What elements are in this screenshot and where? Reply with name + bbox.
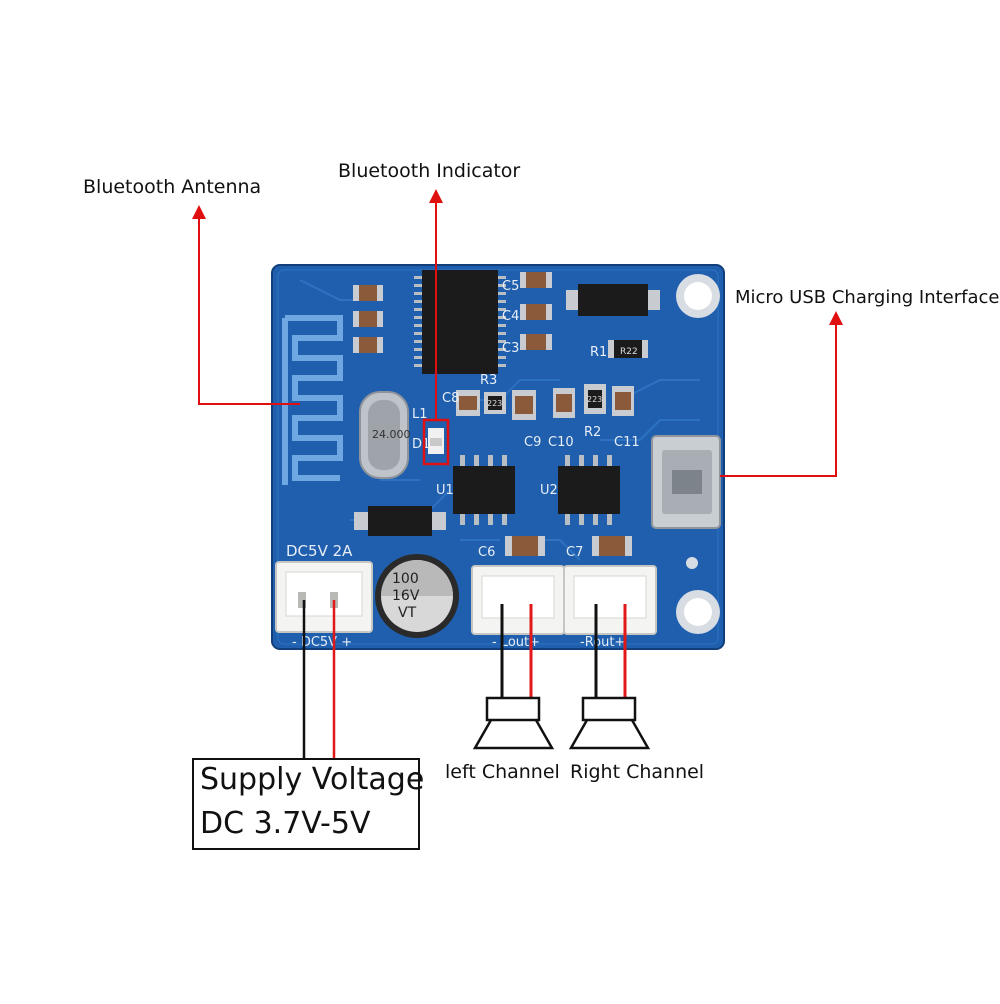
label-u2: U2 <box>540 483 558 498</box>
callout-arrows <box>192 189 843 477</box>
smd-caps-left <box>353 285 383 353</box>
r1-marking: R22 <box>620 347 638 357</box>
micro-usb-port <box>651 435 721 529</box>
bluetooth-chip <box>414 270 506 374</box>
usb-arrow <box>720 311 843 477</box>
cap-value-text: 100 <box>392 571 419 587</box>
right-speaker-icon <box>568 696 651 750</box>
label-lout-pins: - Lout+ <box>492 635 540 650</box>
cap-voltage-text: 16V <box>392 588 420 604</box>
amplifier-u1 <box>453 455 515 525</box>
cap-series-text: VT <box>398 605 417 621</box>
connector-right-out <box>563 565 657 635</box>
label-c7: C7 <box>566 545 583 560</box>
smd-diode-bottom <box>354 506 446 536</box>
mounting-hole-top <box>676 274 720 318</box>
supply-voltage-box: Supply Voltage DC 3.7V-5V <box>192 758 424 850</box>
r3-marking: 223 <box>487 399 502 408</box>
label-c3: C3 <box>502 341 519 356</box>
label-bluetooth-antenna: Bluetooth Antenna <box>83 176 262 198</box>
label-c8: C8 <box>442 391 459 406</box>
connector-left-out <box>471 565 565 635</box>
label-micro-usb: Micro USB Charging Interface <box>735 287 1000 308</box>
electrolytic-capacitor <box>375 554 459 638</box>
crystal-text: 24.000 <box>372 428 411 441</box>
label-r3: R3 <box>480 373 497 388</box>
crystal-oscillator <box>359 391 409 479</box>
label-c6: C6 <box>478 545 495 560</box>
label-dc5v-pins: - DC5V + <box>292 635 352 650</box>
supply-voltage-title: Supply Voltage <box>200 762 425 797</box>
via-hole <box>686 557 698 569</box>
component-markings: 100 16V VT 24.000 R22 223 223 <box>372 347 638 621</box>
label-r1: R1 <box>590 345 607 360</box>
left-speaker-wires <box>500 604 533 698</box>
supply-voltage-range: DC 3.7V-5V <box>200 806 371 841</box>
smd-diode-top <box>566 284 660 316</box>
label-r2: R2 <box>584 425 601 440</box>
small-parts-middle <box>456 384 634 420</box>
label-u1: U1 <box>436 483 454 498</box>
label-d1: D1 <box>412 437 430 452</box>
label-c11: C11 <box>614 435 640 450</box>
right-speaker-wires <box>594 604 627 698</box>
left-speaker-icon <box>472 696 555 750</box>
label-c10: C10 <box>548 435 574 450</box>
label-left-channel: left Channel <box>445 761 560 783</box>
connector-power <box>275 561 373 633</box>
silkscreen-labels: DC5V 2A - DC5V + - Lout+ -Rout+ L1 D1 C8… <box>286 279 640 650</box>
label-rout-pins: -Rout+ <box>580 635 625 650</box>
resistor-r1 <box>608 340 648 358</box>
amplifier-u2 <box>558 455 620 525</box>
label-c4: C4 <box>502 309 519 324</box>
smd-caps-c6-c7 <box>505 536 632 556</box>
smd-caps-c3-c5 <box>520 272 552 350</box>
mounting-hole-bottom <box>676 590 720 634</box>
antenna-arrow <box>192 205 300 405</box>
r2-marking: 223 <box>587 395 602 404</box>
label-l1: L1 <box>412 407 428 422</box>
power-wires <box>302 600 336 760</box>
label-c9: C9 <box>524 435 541 450</box>
bluetooth-antenna-trace <box>282 315 343 485</box>
label-right-channel: Right Channel <box>570 761 705 783</box>
label-bluetooth-indicator: Bluetooth Indicator <box>338 160 521 182</box>
label-dc5v-2a: DC5V 2A <box>286 542 353 560</box>
label-c5: C5 <box>502 279 519 294</box>
